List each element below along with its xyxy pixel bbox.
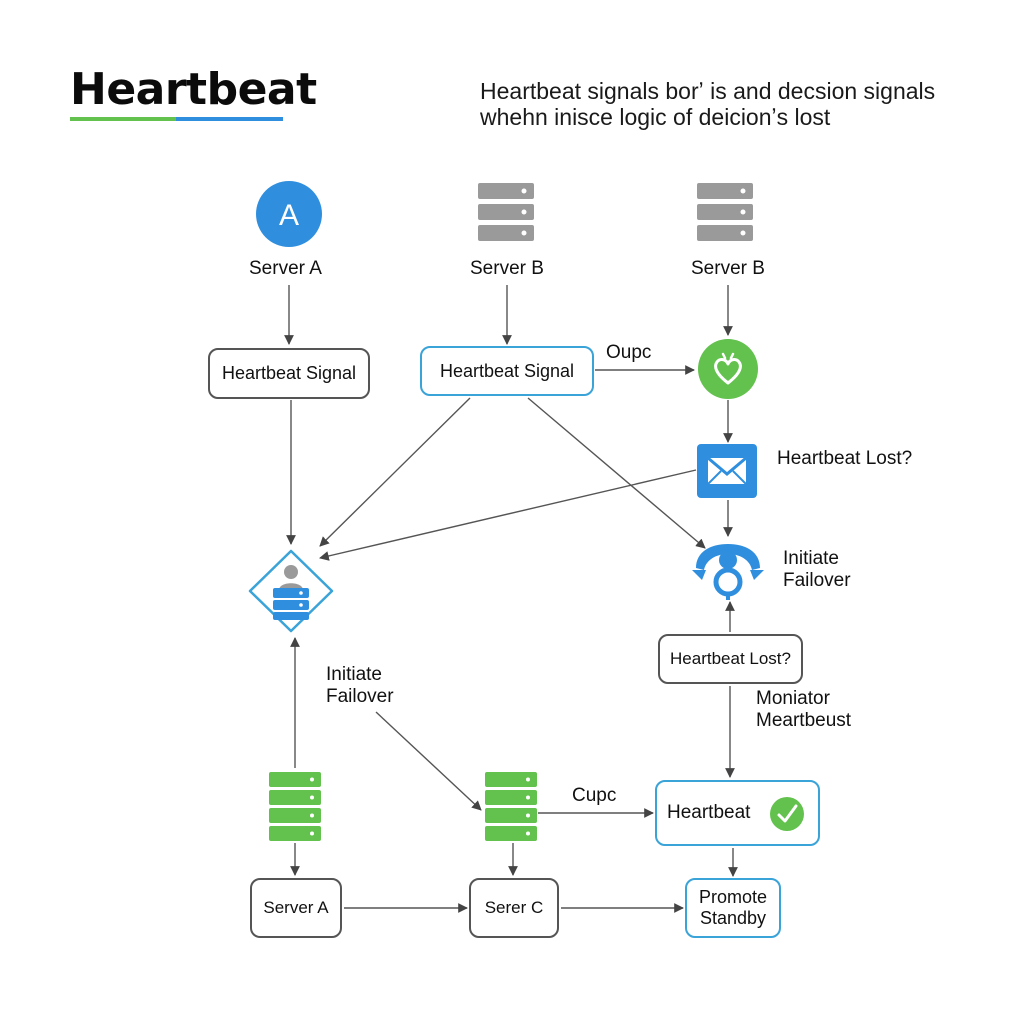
edge-signal-mid-to-failover [527,397,706,549]
failover-icon [692,544,764,600]
title-underline [70,117,283,121]
page-title: Heartbeat [70,64,317,115]
initiate-failover-right-label: Initiate Failover [783,548,851,592]
heartbeat-lost-box: Heartbeat Lost? [658,634,803,684]
avatar-letter: A [279,199,299,232]
heartbeat-signal-left-box: Heartbeat Signal [208,348,370,399]
server-a-top-label: Server A [249,258,322,279]
initiate-failover-left-label: Initiate Failover [326,664,394,708]
heartbeat-lost-upper-label: Heartbeat Lost? [777,448,913,469]
monitor-line-1: Moniator [756,688,830,709]
heartbeat-box-label: Heartbeat [667,802,751,823]
server-b-mid-label: Server B [470,258,544,279]
decision-diamond-icon [248,549,334,633]
check-icon [770,797,804,831]
heartbeat-signal-mid-box: Heartbeat Signal [420,346,594,396]
heartbeat-box: Heartbeat [655,780,820,846]
edge-failover-to-green-mid [375,711,482,811]
subtitle: Heartbeat signals borʼ is and decsion si… [480,78,1000,130]
serer-c-box: Serer C [469,878,559,938]
initiate-failover-left-line-1: Initiate [326,664,382,685]
server-rack-icon [478,183,534,241]
server-b-right-label: Server B [691,258,765,279]
cupc-label: Cupc [572,785,617,806]
server-rack-icon [485,772,537,841]
promote-standby-box: Promote Standby [685,878,781,938]
initiate-failover-right-line-1: Initiate [783,548,839,569]
oupc-label: Oupc [606,342,652,363]
initiate-failover-left-line-2: Failover [326,686,394,707]
edge-mail-to-decision [319,469,697,561]
subtitle-line-1: Heartbeat signals borʼ is and decsion si… [480,78,936,104]
monitor-line-2: Meartbeust [756,710,852,731]
monitor-label: Moniator Meartbeust [756,688,851,732]
initiate-failover-right-line-2: Failover [783,570,851,591]
promote-standby-line-1: Promote [698,887,768,907]
avatar-icon: A [256,181,322,247]
edge-signal-mid-to-decision [319,397,471,547]
promote-standby-line-2: Standby [699,908,767,928]
server-rack-icon [269,772,321,841]
heart-icon [698,339,758,399]
subtitle-line-2: whehn inisce logic of deicionʼs lost [480,104,831,130]
mail-icon [697,444,757,498]
server-a-bottom-box: Server A [250,878,342,938]
server-rack-icon [697,183,753,241]
